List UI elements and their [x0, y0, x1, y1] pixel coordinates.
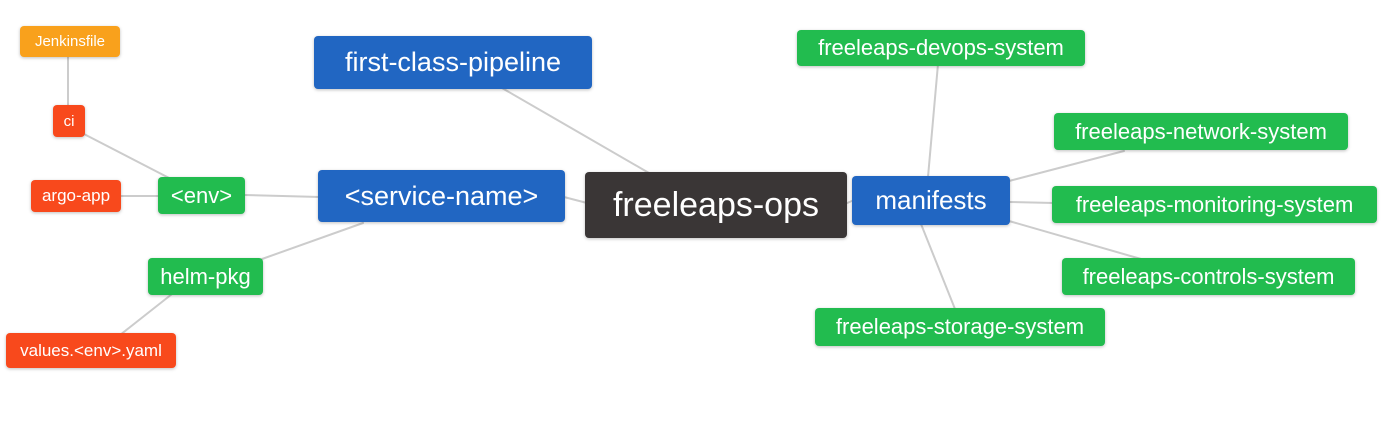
- edge-manifests-storage-system: [920, 223, 956, 310]
- node-freeleaps-storage-system[interactable]: freeleaps-storage-system: [815, 308, 1105, 346]
- node-root-freeleaps-ops[interactable]: freeleaps-ops: [585, 172, 847, 238]
- edge-first-class-pipeline-root: [501, 87, 650, 174]
- edge-service-name-root: [563, 196, 588, 204]
- node-first-class-pipeline[interactable]: first-class-pipeline: [314, 36, 592, 89]
- edge-env-service-name: [243, 194, 321, 198]
- edge-ci-env: [81, 132, 174, 181]
- edge-manifests-controls-system: [1008, 220, 1142, 260]
- node-freeleaps-devops-system[interactable]: freeleaps-devops-system: [797, 30, 1085, 66]
- edge-manifests-devops-system: [927, 63, 939, 178]
- node-jenkinsfile[interactable]: Jenkinsfile: [20, 26, 120, 57]
- node-values-env-yaml[interactable]: values.<env>.yaml: [6, 333, 176, 368]
- node-freeleaps-network-system[interactable]: freeleaps-network-system: [1054, 113, 1348, 150]
- node-manifests[interactable]: manifests: [852, 176, 1010, 225]
- node-freeleaps-monitoring-system[interactable]: freeleaps-monitoring-system: [1052, 186, 1377, 223]
- node-argo-app[interactable]: argo-app: [31, 180, 121, 212]
- edge-manifests-network-system: [1008, 150, 1125, 182]
- edge-helm-pkg-service-name: [261, 222, 364, 260]
- node-ci[interactable]: ci: [53, 105, 85, 137]
- node-helm-pkg[interactable]: helm-pkg: [148, 258, 263, 295]
- edge-manifests-monitoring-system: [1008, 201, 1055, 204]
- node-env[interactable]: <env>: [158, 177, 245, 214]
- node-service-name[interactable]: <service-name>: [318, 170, 565, 222]
- node-freeleaps-controls-system[interactable]: freeleaps-controls-system: [1062, 258, 1355, 295]
- edge-values-yaml-helm-pkg: [119, 293, 173, 336]
